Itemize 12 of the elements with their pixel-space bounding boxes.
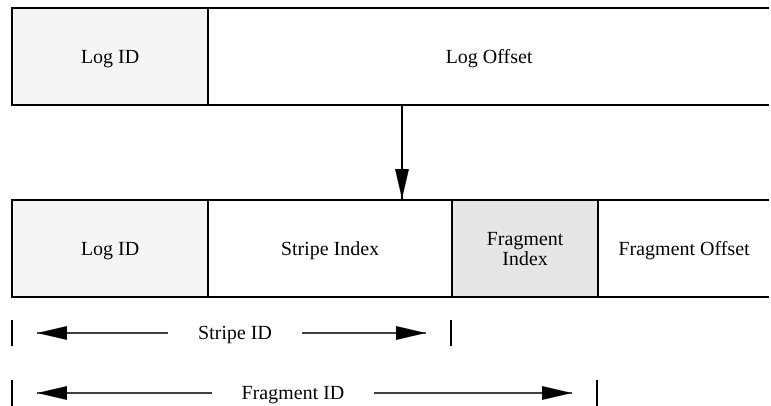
- arrow: [395, 106, 409, 199]
- field-cell: [13, 201, 209, 296]
- field-cell: [13, 9, 209, 104]
- field-name: Log Offset: [444, 46, 534, 66]
- field-row: [11, 199, 769, 298]
- field-name: Fragment Offset: [617, 238, 751, 258]
- field-row: [11, 7, 769, 106]
- field-name: Stripe Index: [280, 238, 380, 258]
- field-cell: [453, 201, 599, 296]
- field-name: Log ID: [80, 238, 140, 258]
- field-name: Fragment Index: [486, 228, 564, 268]
- field-name: Log ID: [80, 46, 140, 66]
